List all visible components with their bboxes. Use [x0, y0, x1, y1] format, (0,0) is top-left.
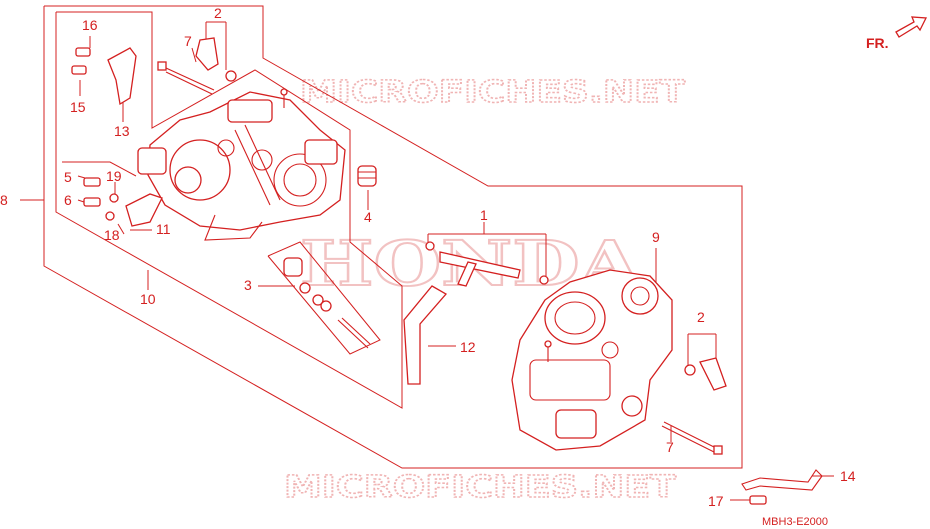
callout-13: 13 [114, 123, 130, 139]
fitting-upper [195, 37, 237, 82]
callout-17: 17 [708, 493, 724, 509]
callout-15: 15 [70, 99, 86, 115]
callout-12: 12 [460, 339, 476, 355]
callout-3: 3 [244, 277, 252, 293]
watermark-bottom: MICROFICHES.NET [284, 470, 677, 505]
callout-1: 1 [480, 207, 488, 223]
watermark-top: MICROFICHES.NET [300, 75, 686, 110]
bracket-14 [741, 469, 823, 505]
callout-11: 11 [156, 221, 171, 237]
callout-9: 9 [652, 229, 660, 245]
callout-7-lower: 7 [666, 439, 674, 455]
callout-8: 8 [0, 192, 8, 208]
front-indicator: FR. [866, 16, 928, 51]
callout-6: 6 [64, 192, 72, 208]
spring [357, 165, 377, 187]
subassembly-outline [55, 11, 403, 409]
callout-14: 14 [840, 468, 856, 484]
callout-4: 4 [364, 209, 372, 225]
front-arrow-icon [895, 16, 928, 38]
joint-pipe [425, 241, 549, 287]
carburetor-lower [511, 269, 673, 451]
carburetor-upper [137, 88, 346, 241]
bracket-11 [83, 177, 163, 227]
bolts-15-16 [71, 47, 91, 75]
hose [403, 285, 448, 385]
front-indicator-label: FR. [866, 35, 889, 51]
callout-2-upper: 2 [214, 5, 222, 21]
callout-labels: 1 2 2 3 4 5 6 7 7 8 9 10 11 12 13 14 15 … [0, 5, 856, 509]
screw-upper [157, 61, 215, 95]
callout-16: 16 [82, 17, 98, 33]
callout-10: 10 [140, 291, 156, 307]
callout-19: 19 [106, 168, 122, 184]
screw-lower [661, 421, 723, 455]
screw-set [267, 241, 381, 355]
callout-2-lower: 2 [697, 309, 705, 325]
bracket-box [62, 161, 137, 177]
fitting-lower [684, 357, 727, 391]
diagram-code: MBH3-E2000 [762, 516, 828, 528]
callout-18: 18 [104, 227, 120, 243]
callout-7-upper: 7 [184, 33, 192, 49]
assembly-outline [43, 5, 743, 469]
callout-5: 5 [64, 169, 72, 185]
bracket-13 [107, 47, 137, 106]
